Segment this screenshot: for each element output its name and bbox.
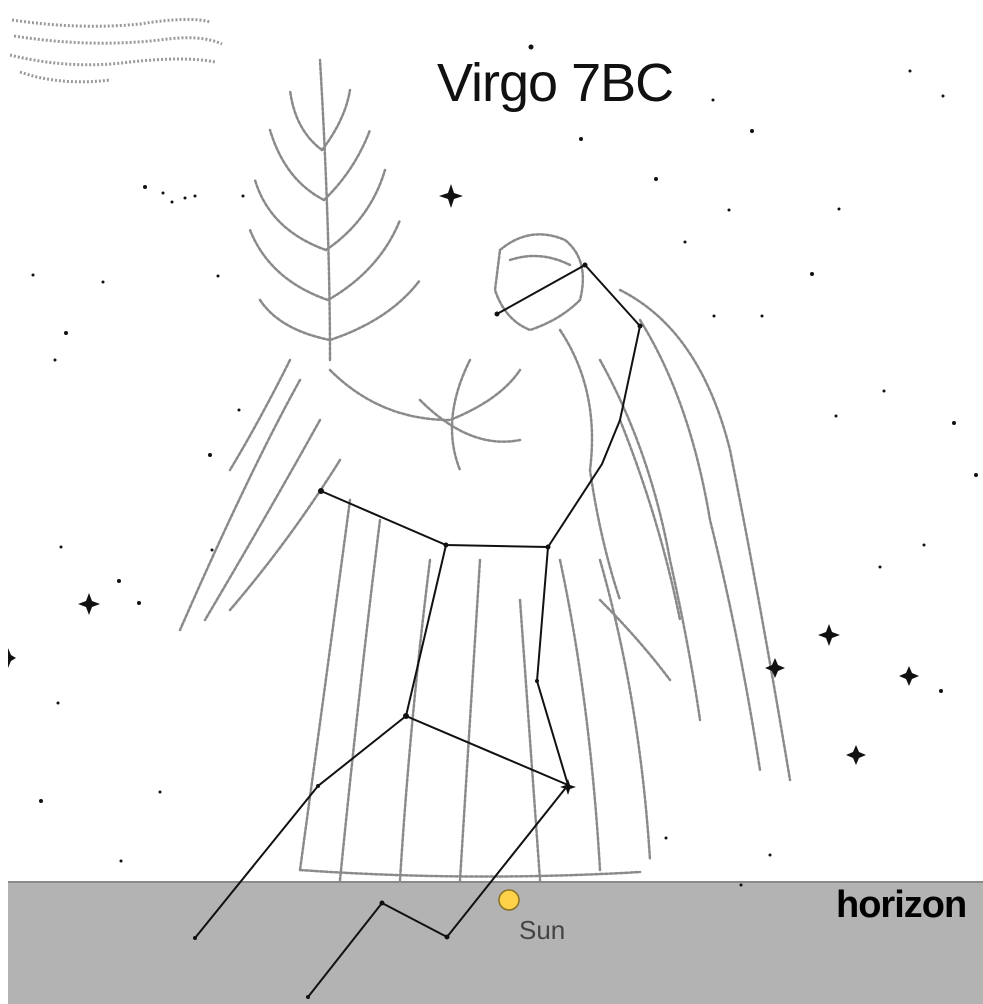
constellation-shoulder-line — [321, 491, 548, 547]
sun-label: Sun — [519, 915, 565, 946]
bright-star — [8, 184, 919, 795]
constellation-body-right-line — [537, 547, 568, 785]
virgo-figure-engraving — [180, 60, 790, 880]
constellation-body-left-line — [406, 545, 568, 785]
constellation-head-line — [497, 265, 640, 547]
sun-icon — [499, 890, 519, 910]
diagram-title: Virgo 7BC — [437, 52, 673, 114]
horizon-label: horizon — [836, 884, 966, 927]
star-field — [8, 45, 978, 1000]
small-stars — [32, 45, 979, 887]
cloud-wisps — [10, 19, 222, 81]
